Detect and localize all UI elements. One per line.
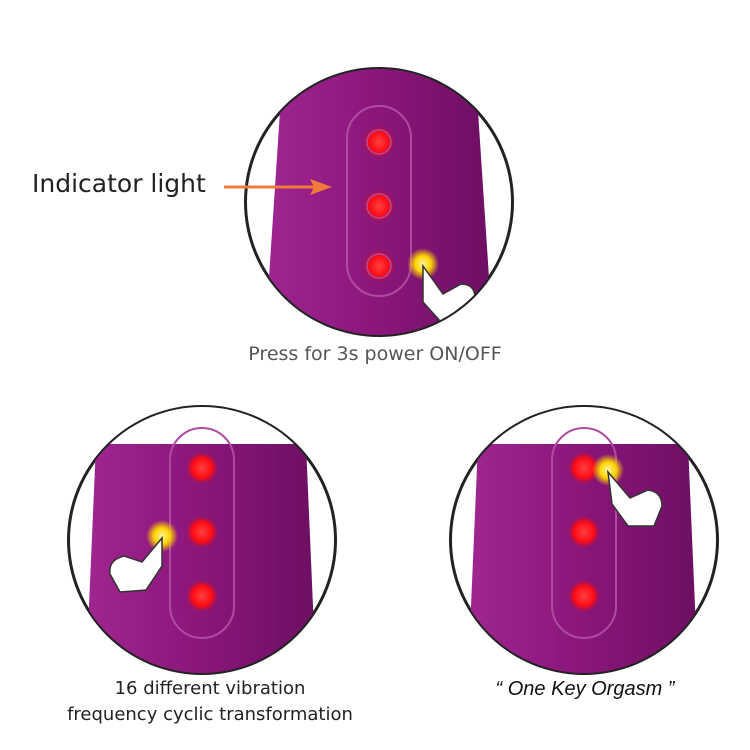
led-middle xyxy=(185,515,219,549)
top-panel xyxy=(243,66,515,338)
indicator-arrow-icon xyxy=(224,179,332,195)
led-top xyxy=(567,451,601,485)
bottom-left-panel xyxy=(66,404,338,676)
vibration-caption: 16 different vibration frequency cyclic … xyxy=(30,676,390,728)
led-top xyxy=(185,451,219,485)
led-power xyxy=(567,579,601,613)
led-power xyxy=(185,579,219,613)
power-caption: Press for 3s power ON/OFF xyxy=(248,343,502,365)
one-key-caption: “ One Key Orgasm ” xyxy=(495,678,675,700)
bottom-right-panel xyxy=(448,404,720,676)
vibration-caption-line2: frequency cyclic transformation xyxy=(67,704,353,725)
led-middle xyxy=(567,515,601,549)
indicator-light-label: Indicator light xyxy=(32,169,206,198)
vibration-caption-line1: 16 different vibration xyxy=(114,678,306,699)
